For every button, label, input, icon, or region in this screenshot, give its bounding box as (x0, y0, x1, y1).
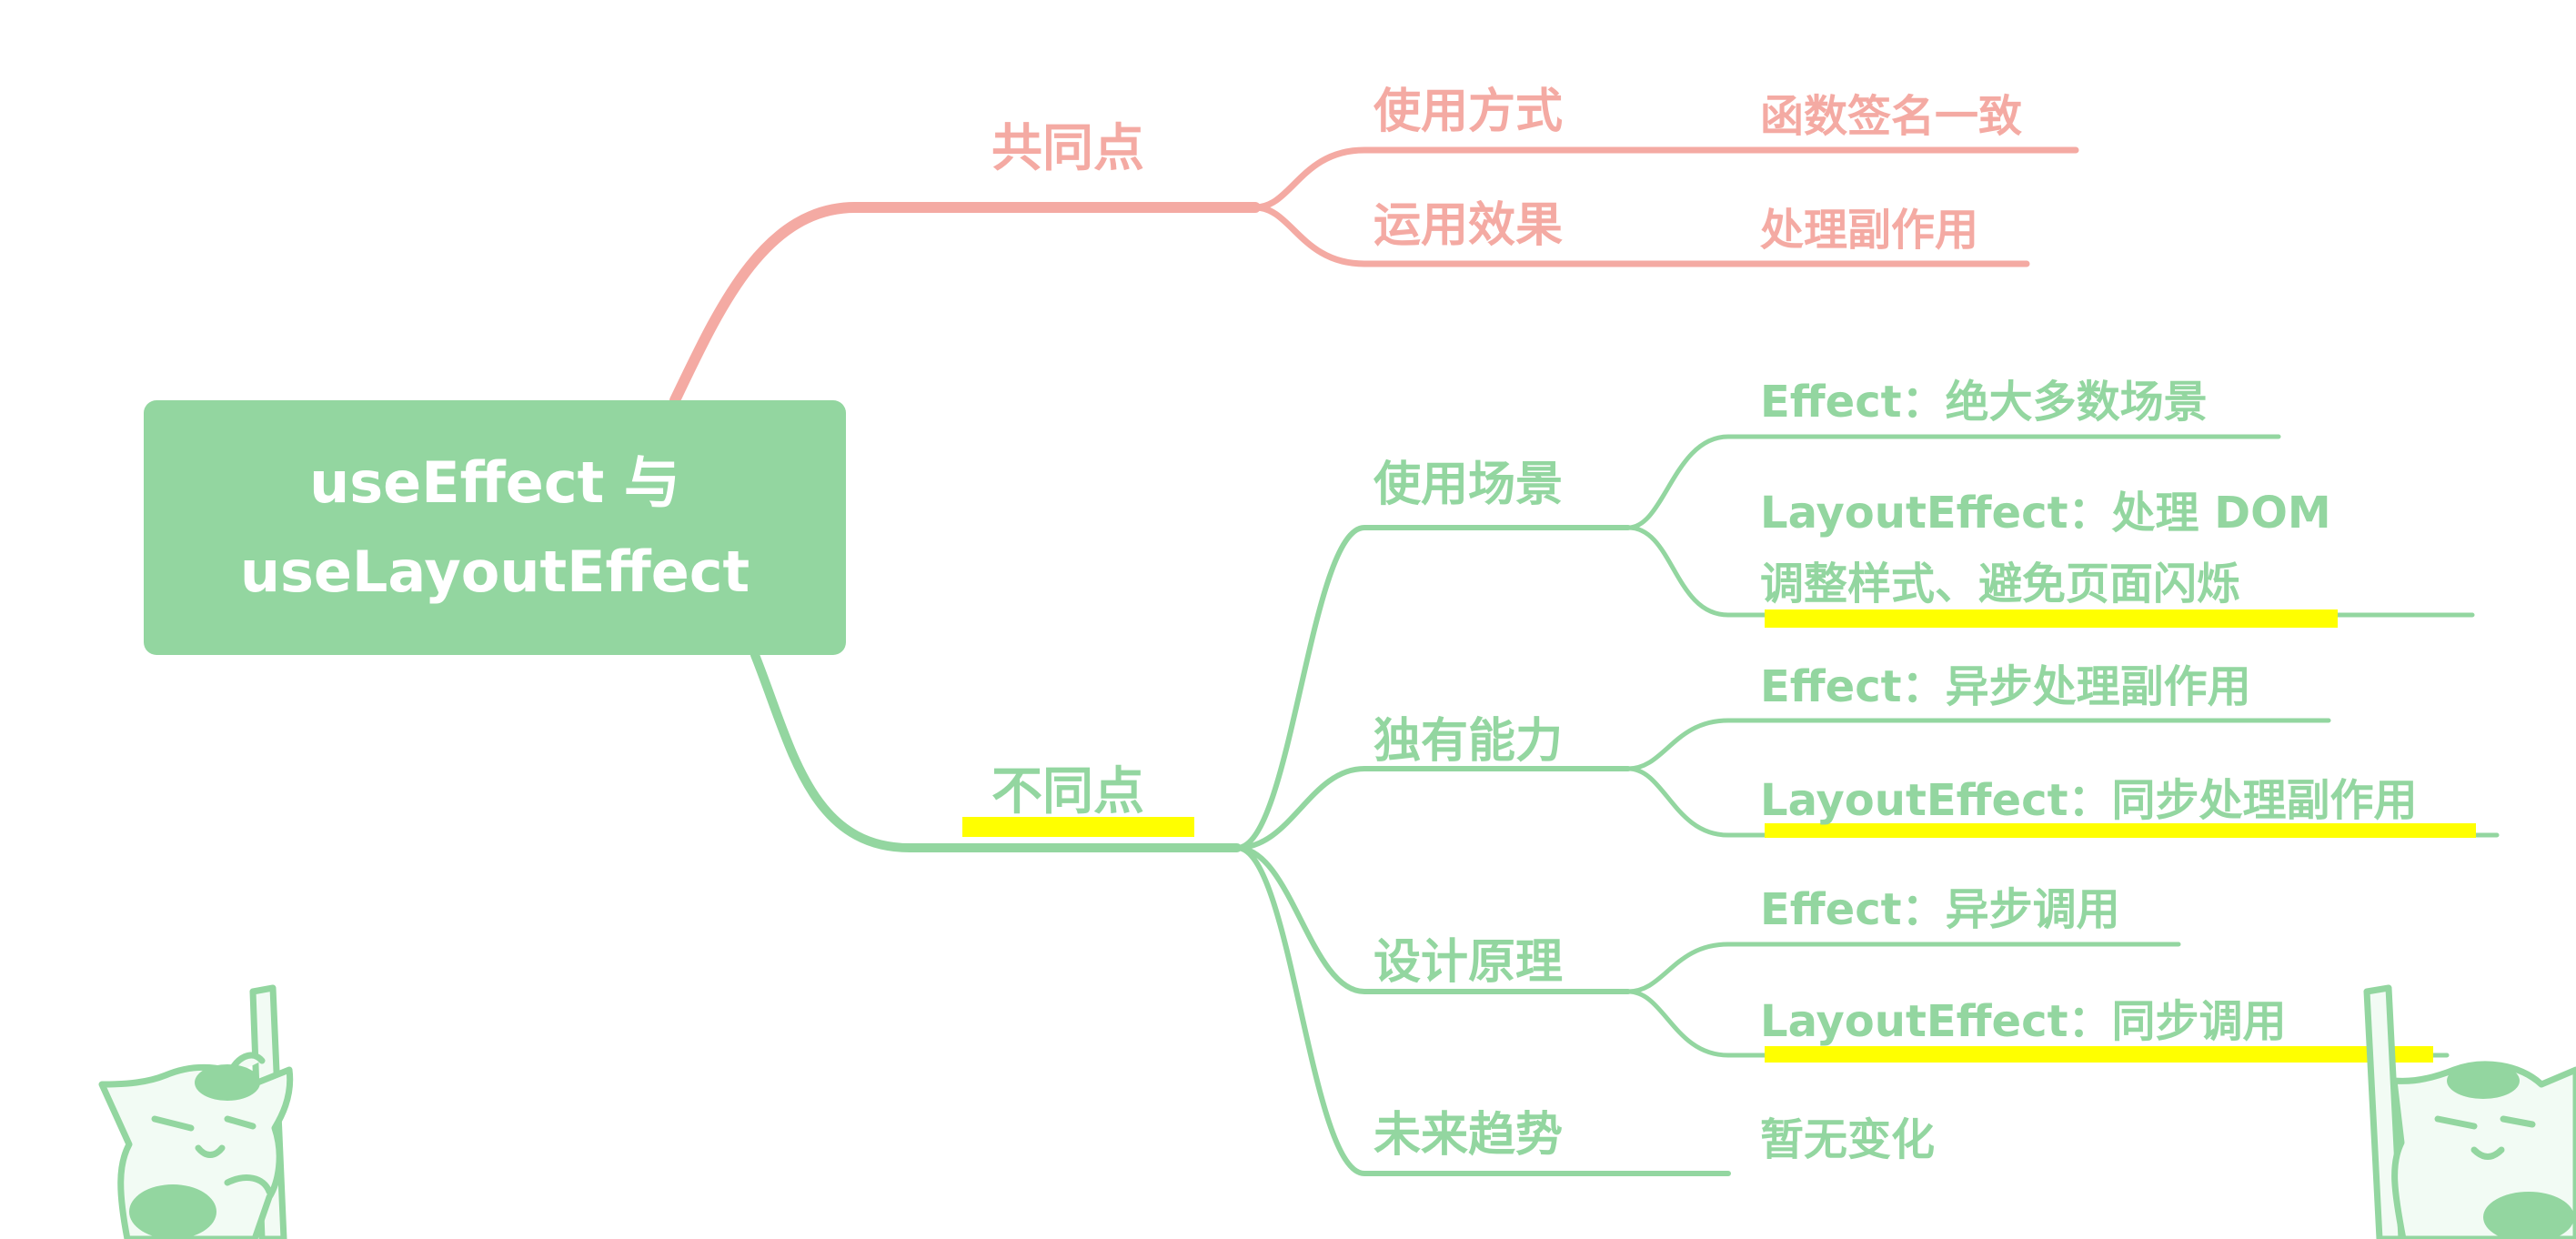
highlight-unique-layout (1765, 823, 2476, 838)
highlight-scene-layout (1765, 609, 2338, 628)
connector-design-effect (1625, 942, 2181, 994)
future-detail[interactable]: 暂无变化 (1760, 1114, 1936, 1165)
future-label[interactable]: 未来趋势 (1374, 1108, 1564, 1163)
root-title-line1: useEffect 与 (309, 449, 680, 516)
connector-diff-unique (1234, 766, 1631, 851)
connector-root-common (669, 202, 1261, 406)
cat-mascot-icon (98, 984, 294, 1239)
design-effect-detail[interactable]: Effect：异步调用 (1760, 884, 2120, 935)
cat-mascot-icon (2363, 984, 2576, 1239)
common-usage-label[interactable]: 使用方式 (1374, 85, 1564, 139)
scene-layout-detail-line1[interactable]: LayoutEffect：处理 DOM (1760, 488, 2331, 539)
scene-layout-detail-line2[interactable]: 调整样式、避免页面闪烁 (1760, 559, 2241, 609)
connector-root-diff (750, 650, 1242, 852)
root-node[interactable]: useEffect 与 useLayoutEffect (144, 400, 846, 655)
connector-diff-future (1234, 845, 1731, 1176)
connector-diff-scene (1234, 525, 1631, 851)
connector-unique-effect (1625, 718, 2331, 771)
connector-diff-design (1234, 845, 1631, 994)
highlight-diff (962, 817, 1194, 837)
connector-scene-effect (1625, 434, 2281, 530)
diff-label[interactable]: 不同点 (991, 762, 1144, 821)
common-usage-detail[interactable]: 函数签名一致 (1760, 91, 2023, 142)
unique-label[interactable]: 独有能力 (1374, 714, 1564, 769)
unique-layout-detail[interactable]: LayoutEffect：同步处理副作用 (1760, 775, 2418, 826)
scene-label[interactable]: 使用场景 (1374, 458, 1564, 512)
scene-effect-detail[interactable]: Effect：绝大多数场景 (1760, 377, 2208, 428)
design-label[interactable]: 设计原理 (1374, 935, 1564, 990)
unique-effect-detail[interactable]: Effect：异步处理副作用 (1760, 661, 2251, 712)
root-title-line2: useLayoutEffect (239, 539, 750, 605)
common-effect-detail[interactable]: 处理副作用 (1760, 205, 1979, 256)
design-layout-detail[interactable]: LayoutEffect：同步调用 (1760, 996, 2287, 1047)
highlight-design-layout (1765, 1046, 2433, 1063)
common-effect-label[interactable]: 运用效果 (1374, 198, 1564, 253)
connector-design-layout (1625, 989, 2450, 1058)
common-label[interactable]: 共同点 (991, 119, 1144, 178)
connector-unique-layout (1625, 766, 2500, 838)
connector-scene-layout (1625, 525, 2475, 618)
connector-common-usage (1252, 146, 2079, 211)
connector-common-effect (1252, 204, 2030, 267)
